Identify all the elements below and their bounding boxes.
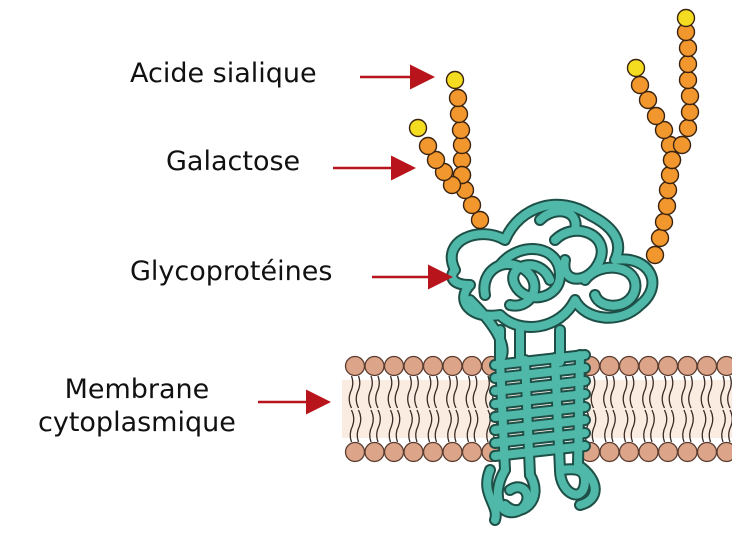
sialic-acid-bead	[447, 72, 464, 89]
label-membrane-line2: cytoplasmique	[38, 406, 236, 439]
lipid-head	[659, 357, 678, 376]
galactose-bead	[682, 104, 699, 121]
galactose-bead	[680, 40, 697, 57]
sialic-acid-bead	[628, 60, 645, 77]
galactose-bead	[664, 152, 681, 169]
galactose-bead	[680, 120, 697, 137]
galactose-bead	[640, 92, 657, 109]
lipid-head	[365, 443, 384, 462]
lipid-head	[385, 443, 404, 462]
label-sialic-acid: Acide sialique	[130, 60, 317, 87]
lipid-head	[424, 443, 443, 462]
galactose-bead	[680, 72, 697, 89]
galactose-bead	[659, 198, 676, 215]
lipid-head	[443, 357, 462, 376]
lipid-head	[659, 443, 678, 462]
galactose-bead	[632, 77, 649, 94]
galactose-bead	[652, 230, 669, 247]
galactose-bead	[420, 138, 437, 155]
galactose-bead	[682, 88, 699, 105]
lipid-head	[678, 357, 697, 376]
lipid-head	[404, 357, 423, 376]
lipid-head	[620, 357, 639, 376]
galactose-bead	[662, 167, 679, 184]
label-galactose: Galactose	[166, 148, 300, 175]
galactose-bead	[451, 106, 468, 123]
label-membrane-line1: Membrane	[38, 373, 236, 406]
lipid-head	[463, 443, 482, 462]
lipid-head	[346, 357, 365, 376]
galactose-bead	[648, 108, 665, 125]
galactose-bead	[656, 214, 673, 231]
lipid-head	[424, 357, 443, 376]
lipid-head	[463, 357, 482, 376]
lipid-head	[404, 443, 423, 462]
lipid-head	[620, 443, 639, 462]
label-membrane: Membrane cytoplasmique	[38, 373, 236, 439]
galactose-bead	[674, 137, 691, 154]
galactose-bead	[680, 56, 697, 73]
lipid-head	[639, 443, 658, 462]
protein-strand	[560, 469, 585, 494]
lipid-head	[717, 357, 732, 376]
galactose-bead	[450, 90, 467, 107]
galactose-bead	[453, 122, 470, 139]
galactose-bead	[647, 247, 664, 264]
galactose-bead	[472, 212, 489, 229]
label-glycoproteins: Glycoprotéines	[130, 258, 332, 285]
sugar-chains	[410, 10, 699, 264]
lipid-head	[678, 443, 697, 462]
lipid-head	[698, 443, 717, 462]
lipid-head	[639, 357, 658, 376]
galactose-bead	[660, 182, 677, 199]
lipid-head	[365, 357, 384, 376]
lipid-head	[346, 443, 365, 462]
lipid-head	[698, 357, 717, 376]
sialic-acid-bead	[410, 120, 427, 137]
lipid-head	[385, 357, 404, 376]
lipid-head	[600, 443, 619, 462]
sialic-acid-bead	[678, 10, 695, 27]
lipid-head	[717, 443, 732, 462]
lipid-head	[600, 357, 619, 376]
lipid-head	[443, 443, 462, 462]
